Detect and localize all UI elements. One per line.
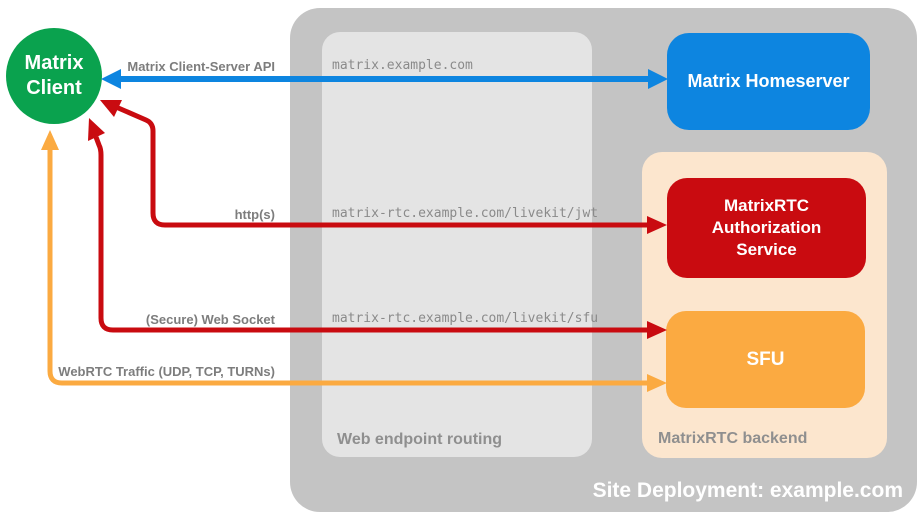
endpoint-matrix-example-com: matrix.example.com — [332, 58, 473, 73]
sfu-node: SFU — [666, 311, 865, 408]
site-deployment-label: Site Deployment: example.com — [592, 479, 903, 502]
matrix-homeserver-node: Matrix Homeserver — [667, 33, 870, 130]
edge-client-server-api-arrowhead-left — [101, 69, 121, 89]
web-endpoint-routing-label: Web endpoint routing — [337, 431, 503, 448]
edge-webrtc-traffic-arrowhead-client — [41, 130, 59, 150]
endpoint-livekit-sfu: matrix-rtc.example.com/livekit/sfu — [332, 311, 599, 326]
edge-web-socket-arrowhead-client — [88, 118, 105, 141]
matrixrtc-backend-label: MatrixRTC backend — [658, 430, 808, 447]
matrixrtc-authorization-service-node: MatrixRTC Authorization Service — [667, 178, 866, 278]
web-endpoint-routing-container: Web endpoint routing — [322, 32, 592, 457]
endpoint-livekit-jwt: matrix-rtc.example.com/livekit/jwt — [332, 206, 599, 221]
edge-label-client-server-api: Matrix Client-Server API — [127, 59, 275, 74]
edge-https-arrowhead-client — [100, 100, 122, 117]
edge-label-https: http(s) — [234, 207, 275, 222]
edge-label-web-socket: (Secure) Web Socket — [145, 312, 275, 327]
matrix-client-node: Matrix Client — [6, 28, 102, 124]
edge-label-webrtc-traffic: WebRTC Traffic (UDP, TCP, TURNs) — [58, 364, 275, 379]
